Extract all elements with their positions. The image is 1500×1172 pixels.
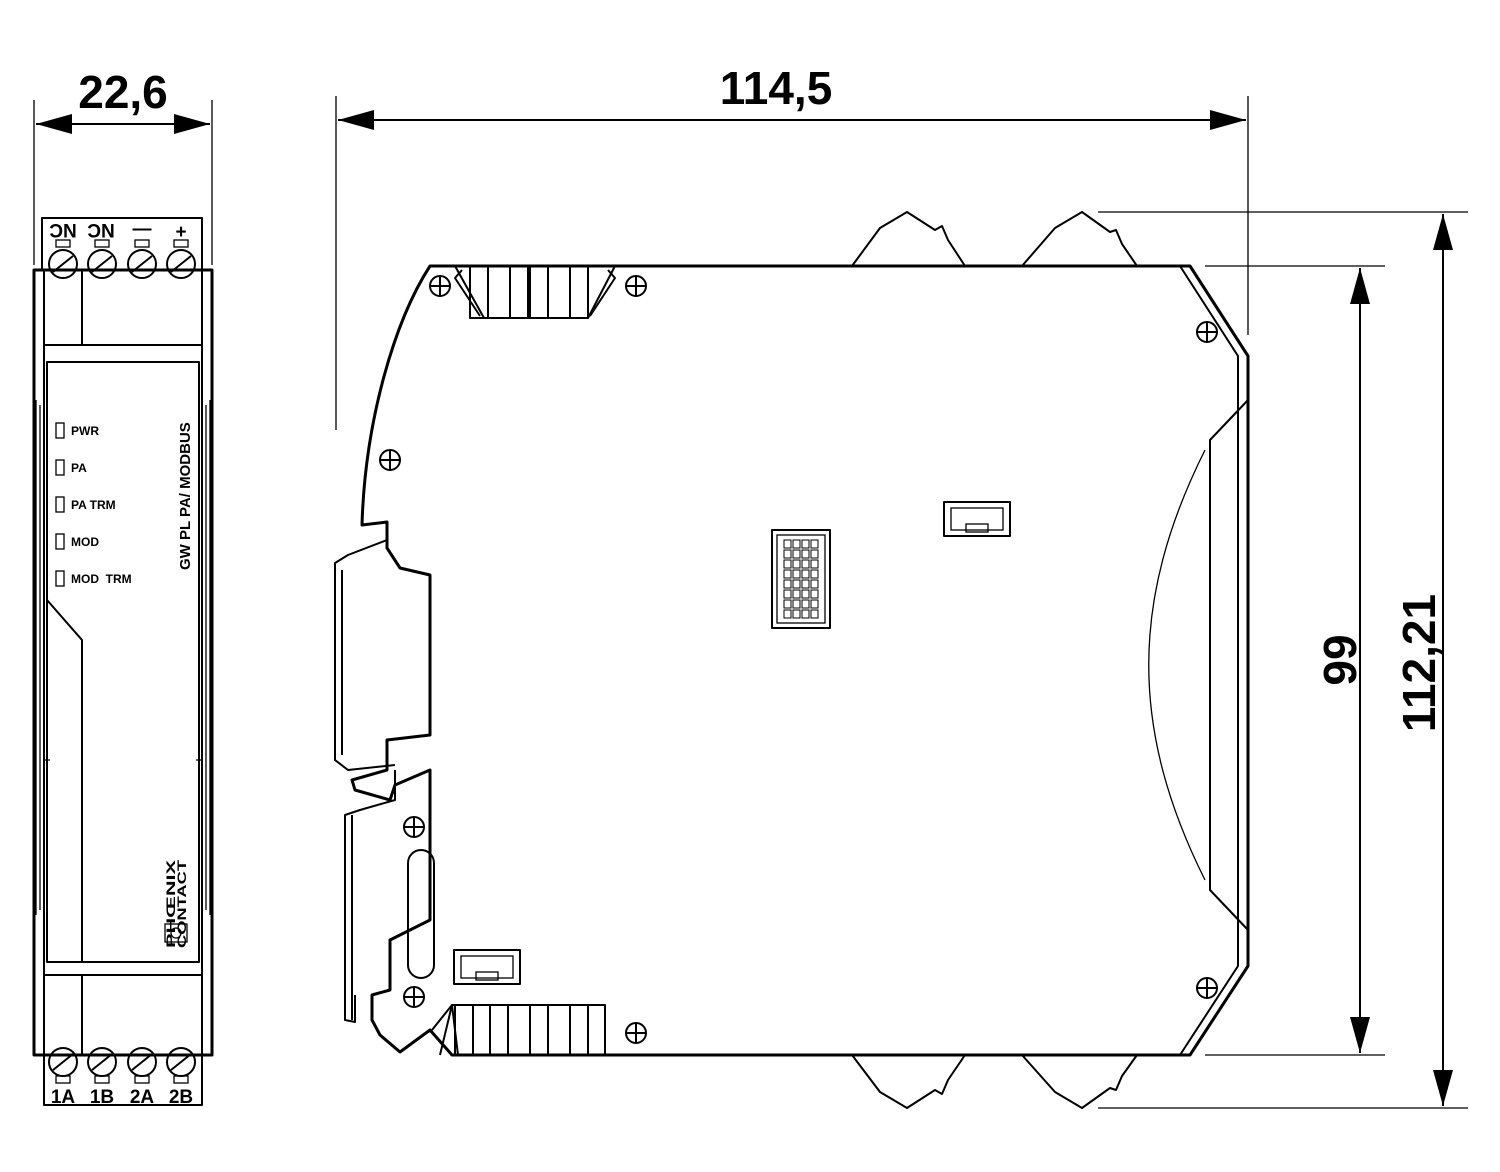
led-label-pwr: PWR: [71, 424, 99, 438]
led-indicator-icon: [55, 533, 65, 550]
dip-cell: [792, 579, 801, 589]
led-label-mod-trm: MOD TRM: [71, 572, 132, 586]
logo-line-1: PHŒNIX: [164, 860, 178, 948]
led-panel: PWR PA PA TRM MOD MOD TRM: [55, 422, 132, 587]
dimension-height-total: 112,21: [1098, 211, 1468, 1109]
dip-cell: [810, 589, 819, 599]
bottom-left-grip: [431, 1004, 606, 1056]
screw-icon: [1196, 977, 1218, 999]
terminal-label-1b: 1B: [90, 1087, 114, 1108]
dip-cell: [801, 559, 810, 569]
screw-icon: [166, 249, 196, 279]
terminal-label-nc-2: NC: [87, 219, 115, 240]
dip-cell: [792, 599, 801, 609]
screw-icon: [403, 986, 425, 1008]
top-terminal-block: NC NC — +: [41, 217, 203, 279]
screw-icon: [1196, 321, 1218, 343]
side-housing-outline: [350, 264, 1250, 1057]
terminal-label-2b: 2B: [169, 1087, 193, 1108]
screw-icon: [625, 1022, 647, 1044]
side-view: 114,5: [334, 62, 1468, 1109]
product-label: GW PL PA/ MODBUS: [177, 422, 194, 570]
service-connector: [943, 501, 1011, 537]
screw-icon: [625, 275, 647, 297]
led-pa-trm: PA TRM: [55, 496, 116, 513]
led-indicator-icon: [55, 422, 65, 439]
dip-cell: [783, 559, 792, 569]
dip-cell: [810, 609, 819, 619]
dip-cell: [801, 589, 810, 599]
phoenix-contact-logo: PHŒNIX CONTACT: [164, 859, 189, 948]
mounting-screws: [379, 275, 1218, 1044]
dip-switch: [771, 529, 831, 629]
screw-icon: [127, 249, 157, 279]
bus-connector: [453, 949, 521, 985]
dip-cell: [783, 609, 792, 619]
led-indicator-icon: [55, 459, 65, 476]
dip-cell: [810, 549, 819, 559]
screw-icon: [87, 249, 117, 279]
led-pwr: PWR: [55, 422, 99, 439]
dip-cell: [792, 539, 801, 549]
dimension-label-side-depth: 114,5: [720, 62, 833, 114]
dimension-label-front-width: 22,6: [78, 66, 168, 118]
led-pa: PA: [55, 459, 87, 476]
dip-cell: [810, 599, 819, 609]
bottom-terminal-profile: [851, 1054, 1138, 1109]
top-left-grip: [454, 265, 616, 319]
dip-cell: [810, 559, 819, 569]
led-label-mod: MOD: [71, 535, 99, 549]
led-label-pa-trm: PA TRM: [71, 498, 116, 512]
dip-cell: [801, 579, 810, 589]
led-label-pa: PA: [71, 461, 87, 475]
dip-cell: [792, 559, 801, 569]
logo-line-2: CONTACT: [175, 859, 189, 948]
screw-icon: [379, 449, 401, 471]
terminal-label-nc-1: NC: [49, 219, 77, 240]
dip-cell: [792, 549, 801, 559]
terminal-label-1a: 1A: [51, 1087, 76, 1108]
top-screw-row: [48, 239, 196, 279]
dimension-label-body-height: 99: [1314, 634, 1366, 685]
dip-cell: [801, 599, 810, 609]
dip-cell: [801, 609, 810, 619]
led-mod-trm: MOD TRM: [55, 570, 132, 587]
dip-cell: [783, 599, 792, 609]
led-indicator-icon: [55, 570, 65, 587]
dip-cell: [792, 609, 801, 619]
dip-cell: [792, 569, 801, 579]
top-terminal-profile: [851, 211, 1138, 267]
dimension-width-front: 22,6: [33, 66, 213, 265]
terminal-label-2a: 2A: [130, 1087, 155, 1108]
dip-cell: [801, 569, 810, 579]
led-mod: MOD: [55, 533, 99, 550]
dip-cell: [783, 549, 792, 559]
dip-cell: [801, 539, 810, 549]
dip-cell: [810, 579, 819, 589]
dip-cell: [783, 589, 792, 599]
dimension-height-body: 99: [1205, 265, 1385, 1056]
screw-icon: [48, 249, 78, 279]
dimension-label-total-height: 112,21: [1393, 594, 1445, 732]
bottom-terminal-block: 1A 1B 2A 2B: [43, 1047, 203, 1108]
front-view: 22,6 NC NC — +: [32, 66, 214, 1108]
dip-cell: [801, 549, 810, 559]
label-slot: [407, 849, 435, 979]
din-rail-clip: [334, 539, 396, 1023]
screw-icon: [403, 816, 425, 838]
dip-cell: [792, 589, 801, 599]
dimension-depth-side: 114,5: [335, 62, 1249, 430]
terminal-label-plus: +: [175, 222, 186, 243]
dip-cell: [783, 539, 792, 549]
dip-cell: [783, 569, 792, 579]
led-indicator-icon: [55, 496, 65, 513]
dip-cell: [810, 569, 819, 579]
dip-cell: [783, 579, 792, 589]
dip-cell: [810, 539, 819, 549]
terminal-label-minus: —: [133, 219, 152, 240]
screw-icon: [429, 275, 451, 297]
